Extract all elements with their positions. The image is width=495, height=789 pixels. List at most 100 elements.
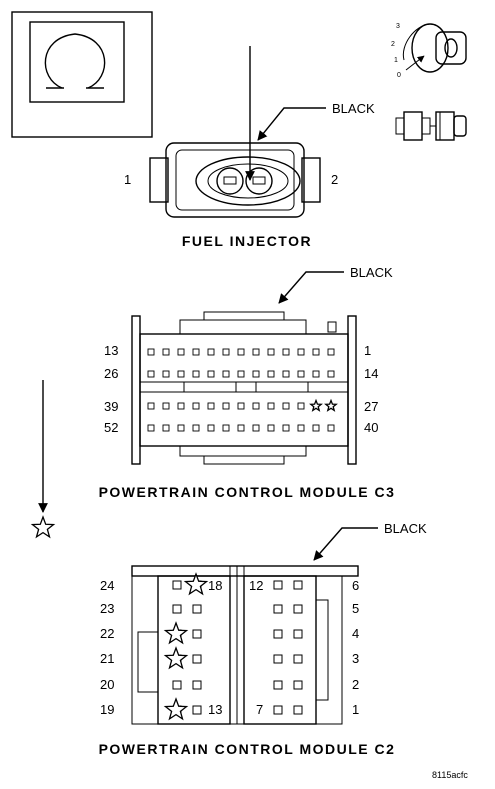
pin-cavity	[312, 348, 320, 356]
pcm-c3-pin-grid	[147, 348, 338, 432]
ohmmeter-icon	[11, 11, 153, 138]
ignition-pos-1: 1	[394, 57, 398, 64]
pcm-c3-connector: BLACK 13 1 26 14 39 27 52 40	[104, 265, 393, 465]
pin-cavity	[273, 680, 283, 690]
star-marker-icon	[163, 697, 189, 721]
pin-cavity	[172, 680, 182, 690]
pcm-c2-pin-21: 21	[100, 651, 114, 666]
pin-cavity	[192, 629, 202, 639]
pin-cavity	[172, 580, 182, 590]
pcm-c3-pin-14: 14	[364, 366, 378, 381]
pin-cavity	[192, 370, 200, 378]
pcm-c2-pin-4: 4	[352, 626, 359, 641]
pcm-c2-pin-1: 1	[352, 702, 359, 717]
pin-cavity	[297, 424, 305, 432]
pcm-c2-pin-22: 22	[100, 626, 114, 641]
pin-cavity	[293, 629, 303, 639]
star-marker-icon	[163, 621, 189, 645]
pcm-c2-pin-20: 20	[100, 677, 114, 692]
pin-cavity	[327, 424, 335, 432]
pin-cavity	[192, 348, 200, 356]
pin-cavity	[222, 424, 230, 432]
pin-cavity	[192, 424, 200, 432]
pin-cavity	[207, 402, 215, 410]
pin-cavity	[293, 705, 303, 715]
pcm-c2-pin-5: 5	[352, 601, 359, 616]
pcm-c2-pin-6: 6	[352, 578, 359, 593]
ignition-key-icon: 3 2 1 0	[391, 23, 467, 79]
pin-cavity	[267, 348, 275, 356]
pin-cavity	[327, 348, 335, 356]
pin-cavity	[162, 370, 170, 378]
pcm-c3-pin-39: 39	[104, 399, 118, 414]
pin-cavity	[252, 402, 260, 410]
pin-cavity	[252, 424, 260, 432]
pin-cavity	[273, 705, 283, 715]
connector-disconnect-icon	[395, 111, 467, 141]
star-marker-icon	[30, 515, 56, 539]
pcm-c2-pin-24: 24	[100, 578, 114, 593]
pin-cavity	[273, 604, 283, 614]
pin-cavity	[312, 370, 320, 378]
pin-cavity	[162, 348, 170, 356]
pin-cavity	[177, 370, 185, 378]
pin-cavity	[222, 348, 230, 356]
pin-cavity	[237, 402, 245, 410]
star-legend	[30, 380, 56, 539]
pcm-c2-color-label: BLACK	[384, 521, 427, 536]
pin-cavity	[327, 370, 335, 378]
pcm-c3-pin-13: 13	[104, 343, 118, 358]
pin-cavity	[177, 348, 185, 356]
fuel-injector-connector: BLACK 1 2	[124, 46, 375, 218]
pin-cavity	[273, 654, 283, 664]
pin-cavity	[312, 424, 320, 432]
pin-cavity	[297, 402, 305, 410]
pin-cavity	[207, 348, 215, 356]
pcm-c3-pin-40: 40	[364, 420, 378, 435]
pin-cavity	[192, 705, 202, 715]
ignition-pos-2: 2	[391, 41, 395, 48]
ignition-pos-3: 3	[396, 23, 400, 30]
fuel-injector-pin-1: 1	[124, 172, 131, 187]
fuel-injector-title: FUEL INJECTOR	[182, 233, 312, 249]
pin-cavity	[222, 370, 230, 378]
pin-cavity	[172, 604, 182, 614]
pcm-c3-pin-26: 26	[104, 366, 118, 381]
pcm-c2-connector: BLACK 24 23 22 21 20 19 6 5 4 3 2 1 18 1…	[100, 521, 427, 725]
pin-cavity	[192, 680, 202, 690]
pcm-c3-title: POWERTRAIN CONTROL MODULE C3	[99, 484, 396, 500]
star-marker-icon	[324, 398, 338, 412]
pin-cavity	[293, 580, 303, 590]
pcm-c2-title: POWERTRAIN CONTROL MODULE C2	[99, 741, 396, 757]
pin-cavity	[147, 424, 155, 432]
pin-cavity	[267, 402, 275, 410]
fuel-injector-pin-2: 2	[331, 172, 338, 187]
pin-cavity	[237, 348, 245, 356]
star-marker-icon	[309, 398, 323, 412]
pcm-c2-pin-19: 19	[100, 702, 114, 717]
pin-cavity	[273, 629, 283, 639]
pin-cavity	[207, 424, 215, 432]
star-marker-icon	[183, 572, 209, 596]
pcm-c2-pin-7: 7	[256, 702, 263, 717]
pin-cavity	[177, 402, 185, 410]
pin-cavity	[282, 370, 290, 378]
pin-cavity	[297, 370, 305, 378]
pcm-c3-pin-27: 27	[364, 399, 378, 414]
star-marker-icon	[30, 515, 56, 539]
pin-cavity	[237, 370, 245, 378]
pin-cavity	[273, 580, 283, 590]
pin-cavity	[297, 348, 305, 356]
pin-cavity	[282, 424, 290, 432]
pin-cavity	[147, 402, 155, 410]
pin-cavity	[282, 348, 290, 356]
fuel-injector-color-label: BLACK	[332, 101, 375, 116]
pin-cavity	[192, 604, 202, 614]
pin-cavity	[282, 402, 290, 410]
figure-code: 8115acfc	[432, 770, 468, 780]
pcm-c2-pin-18: 18	[208, 578, 222, 593]
pcm-c2-pin-23: 23	[100, 601, 114, 616]
pcm-c3-color-label: BLACK	[350, 265, 393, 280]
